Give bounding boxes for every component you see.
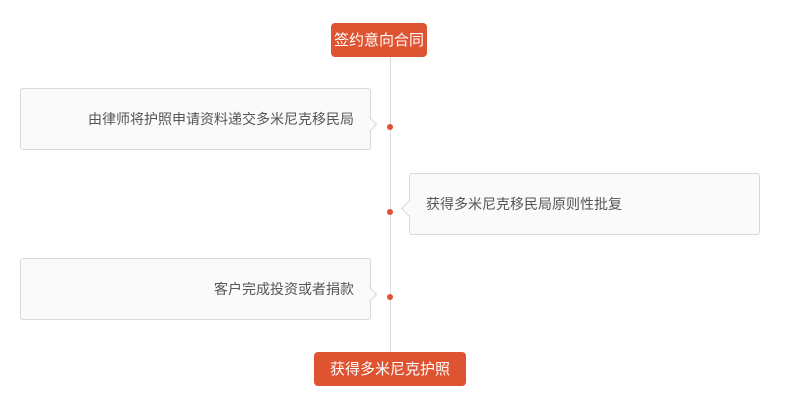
timeline-step-card: 由律师将护照申请资料递交多米尼克移民局: [20, 88, 371, 150]
timeline-dot: [387, 294, 393, 300]
end-milestone: 获得多米尼克护照: [314, 352, 466, 386]
timeline-dot: [387, 209, 393, 215]
timeline-dot: [387, 124, 393, 130]
timeline-axis: [390, 52, 391, 358]
timeline-step-card: 客户完成投资或者捐款: [20, 258, 371, 320]
timeline-step-card: 获得多米尼克移民局原则性批复: [409, 173, 760, 235]
start-milestone: 签约意向合同: [331, 23, 427, 57]
